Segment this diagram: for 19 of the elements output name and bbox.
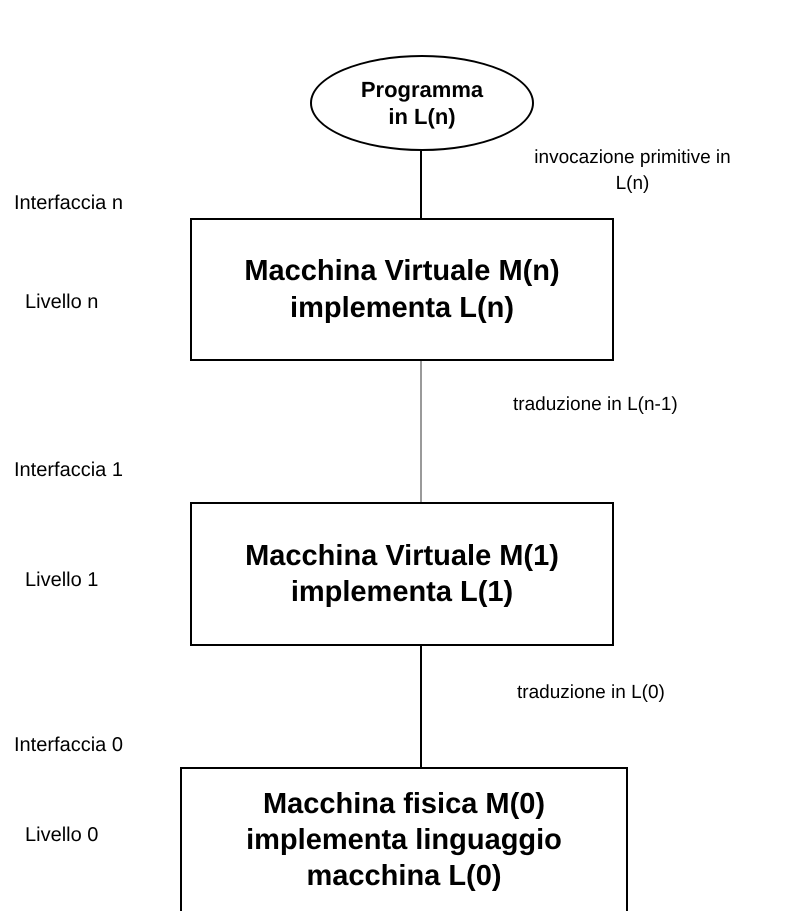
node-text: Macchina Virtuale M(n) implementa L(n) — [243, 254, 561, 326]
connector-line — [420, 646, 422, 767]
connector-line — [420, 151, 422, 218]
level-label: Interfaccia n — [14, 191, 123, 216]
node-text: Programma in L(n) — [360, 76, 484, 130]
level-label: Livello 1 — [25, 568, 98, 593]
node-text: Macchina Virtuale M(1) implementa L(1) — [244, 538, 560, 610]
machine-box — [190, 218, 614, 361]
level-label: Livello n — [25, 290, 98, 315]
level-label: Livello 0 — [25, 823, 98, 848]
machine-box — [180, 767, 628, 911]
node-text: Macchina fisica M(0) implementa linguaggio macchina L(0) — [245, 786, 563, 894]
annotation-text: traduzione in L(0) — [517, 681, 665, 705]
machine-box — [190, 502, 614, 646]
level-label: Interfaccia 0 — [14, 733, 123, 758]
annotation-text: traduzione in L(n-1) — [513, 393, 678, 417]
connector-line — [420, 361, 422, 502]
level-label: Interfaccia 1 — [14, 458, 123, 483]
annotation-text: invocazione primitive in L(n) — [533, 146, 732, 196]
